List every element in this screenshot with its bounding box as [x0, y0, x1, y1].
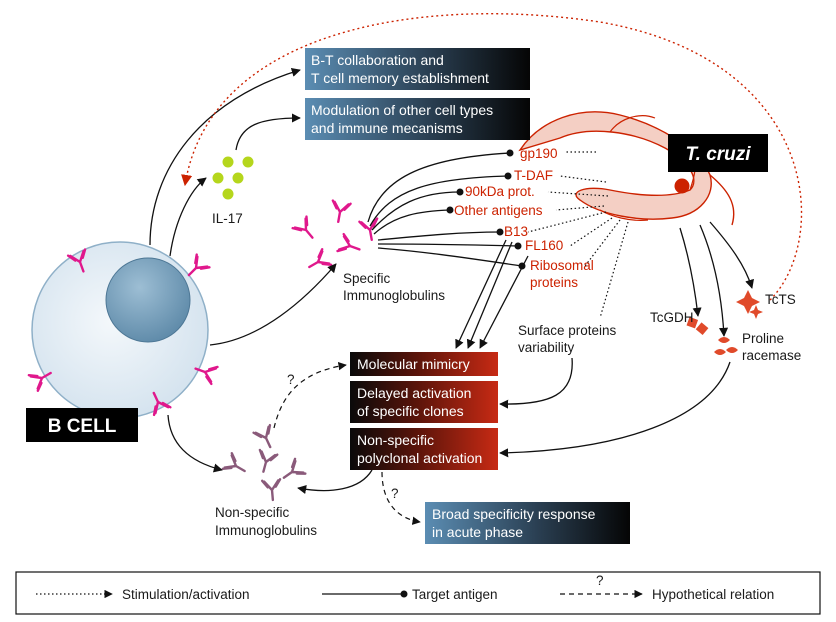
proline-racemase-label: Proline	[742, 331, 784, 346]
box-delayed-activation: Delayed activation of specific clones	[350, 381, 498, 423]
legend-stimulation: Stimulation/activation	[122, 587, 250, 602]
surface-variability-label-2: variability	[518, 340, 575, 355]
legend-target: Target antigen	[412, 587, 498, 602]
il17-label: IL-17	[212, 211, 243, 226]
antigen-other: Other antigens	[454, 203, 543, 218]
b-cell-label-box: B CELL	[26, 408, 138, 442]
tcgdh-marker: TcGDH	[650, 310, 709, 336]
connectors	[149, 13, 803, 525]
antigen-b13: B13	[504, 224, 528, 239]
box-bt-collaboration: B-T collaboration and T cell memory esta…	[305, 48, 530, 90]
box-polyclonal-activation-line1: Non-specific	[357, 432, 434, 448]
tcts-label: TcTS	[765, 292, 796, 307]
nonspecific-ig-label-2: Immunoglobulins	[215, 523, 317, 538]
antigen-ribosomal-2: proteins	[530, 275, 578, 290]
box-broad-specificity-line1: Broad specificity response	[432, 506, 596, 522]
surface-variability-label: Surface proteins	[518, 323, 617, 338]
tcruzi-label-box: T. cruzi	[668, 134, 768, 172]
box-broad-specificity: Broad specificity response in acute phas…	[425, 502, 630, 544]
box-broad-specificity-line2: in acute phase	[432, 524, 523, 540]
box-modulation-line1: Modulation of other cell types	[311, 102, 493, 118]
tcts-marker: TcTS	[736, 290, 796, 319]
box-bt-collaboration-line1: B-T collaboration and	[311, 52, 444, 68]
box-polyclonal-activation-line2: polyclonal activation	[357, 450, 482, 466]
tcruzi-label: T. cruzi	[685, 144, 751, 165]
antigen-gp190: gp190	[520, 146, 558, 161]
b-cell-nucleus	[105, 257, 191, 343]
nonspecific-immunoglobulins: Non-specific Immunoglobulins	[215, 423, 317, 538]
proline-racemase-label-2: racemase	[742, 348, 801, 363]
specific-immunoglobulins: Specific Immunoglobulins	[291, 199, 445, 303]
legend: Stimulation/activation Target antigen ? …	[15, 571, 821, 615]
antigen-ribosomal: Ribosomal	[530, 258, 594, 273]
legend-question: ?	[596, 573, 604, 588]
antigen-90kda: 90kDa prot.	[465, 184, 535, 199]
box-molecular-mimicry-line1: Molecular mimicry	[357, 356, 470, 372]
antigen-tdaf: T-DAF	[514, 168, 553, 183]
antigen-fl160: FL160	[525, 238, 563, 253]
box-polyclonal-activation: Non-specific polyclonal activation	[350, 428, 498, 470]
b-cell-label: B CELL	[48, 416, 117, 437]
box-delayed-activation-line2: of specific clones	[357, 403, 464, 419]
specific-ig-label-2: Immunoglobulins	[343, 288, 445, 303]
hypothetical-question-mark-2: ?	[391, 486, 399, 501]
box-modulation-line2: and immune mecanisms	[311, 120, 463, 136]
box-molecular-mimicry: Molecular mimicry	[350, 352, 498, 376]
nonspecific-ig-label: Non-specific	[215, 505, 290, 520]
b-cell	[27, 241, 219, 419]
il17-cluster: IL-17	[212, 156, 254, 226]
proline-racemase-marker: Proline racemase	[714, 331, 801, 363]
tcgdh-label: TcGDH	[650, 310, 694, 325]
box-bt-collaboration-line2: T cell memory establishment	[311, 70, 489, 86]
box-modulation: Modulation of other cell types and immun…	[305, 98, 530, 140]
specific-ig-label: Specific	[343, 271, 391, 286]
box-delayed-activation-line1: Delayed activation	[357, 385, 471, 401]
hypothetical-question-mark-1: ?	[287, 372, 295, 387]
legend-hypothetical: Hypothetical relation	[652, 587, 774, 602]
